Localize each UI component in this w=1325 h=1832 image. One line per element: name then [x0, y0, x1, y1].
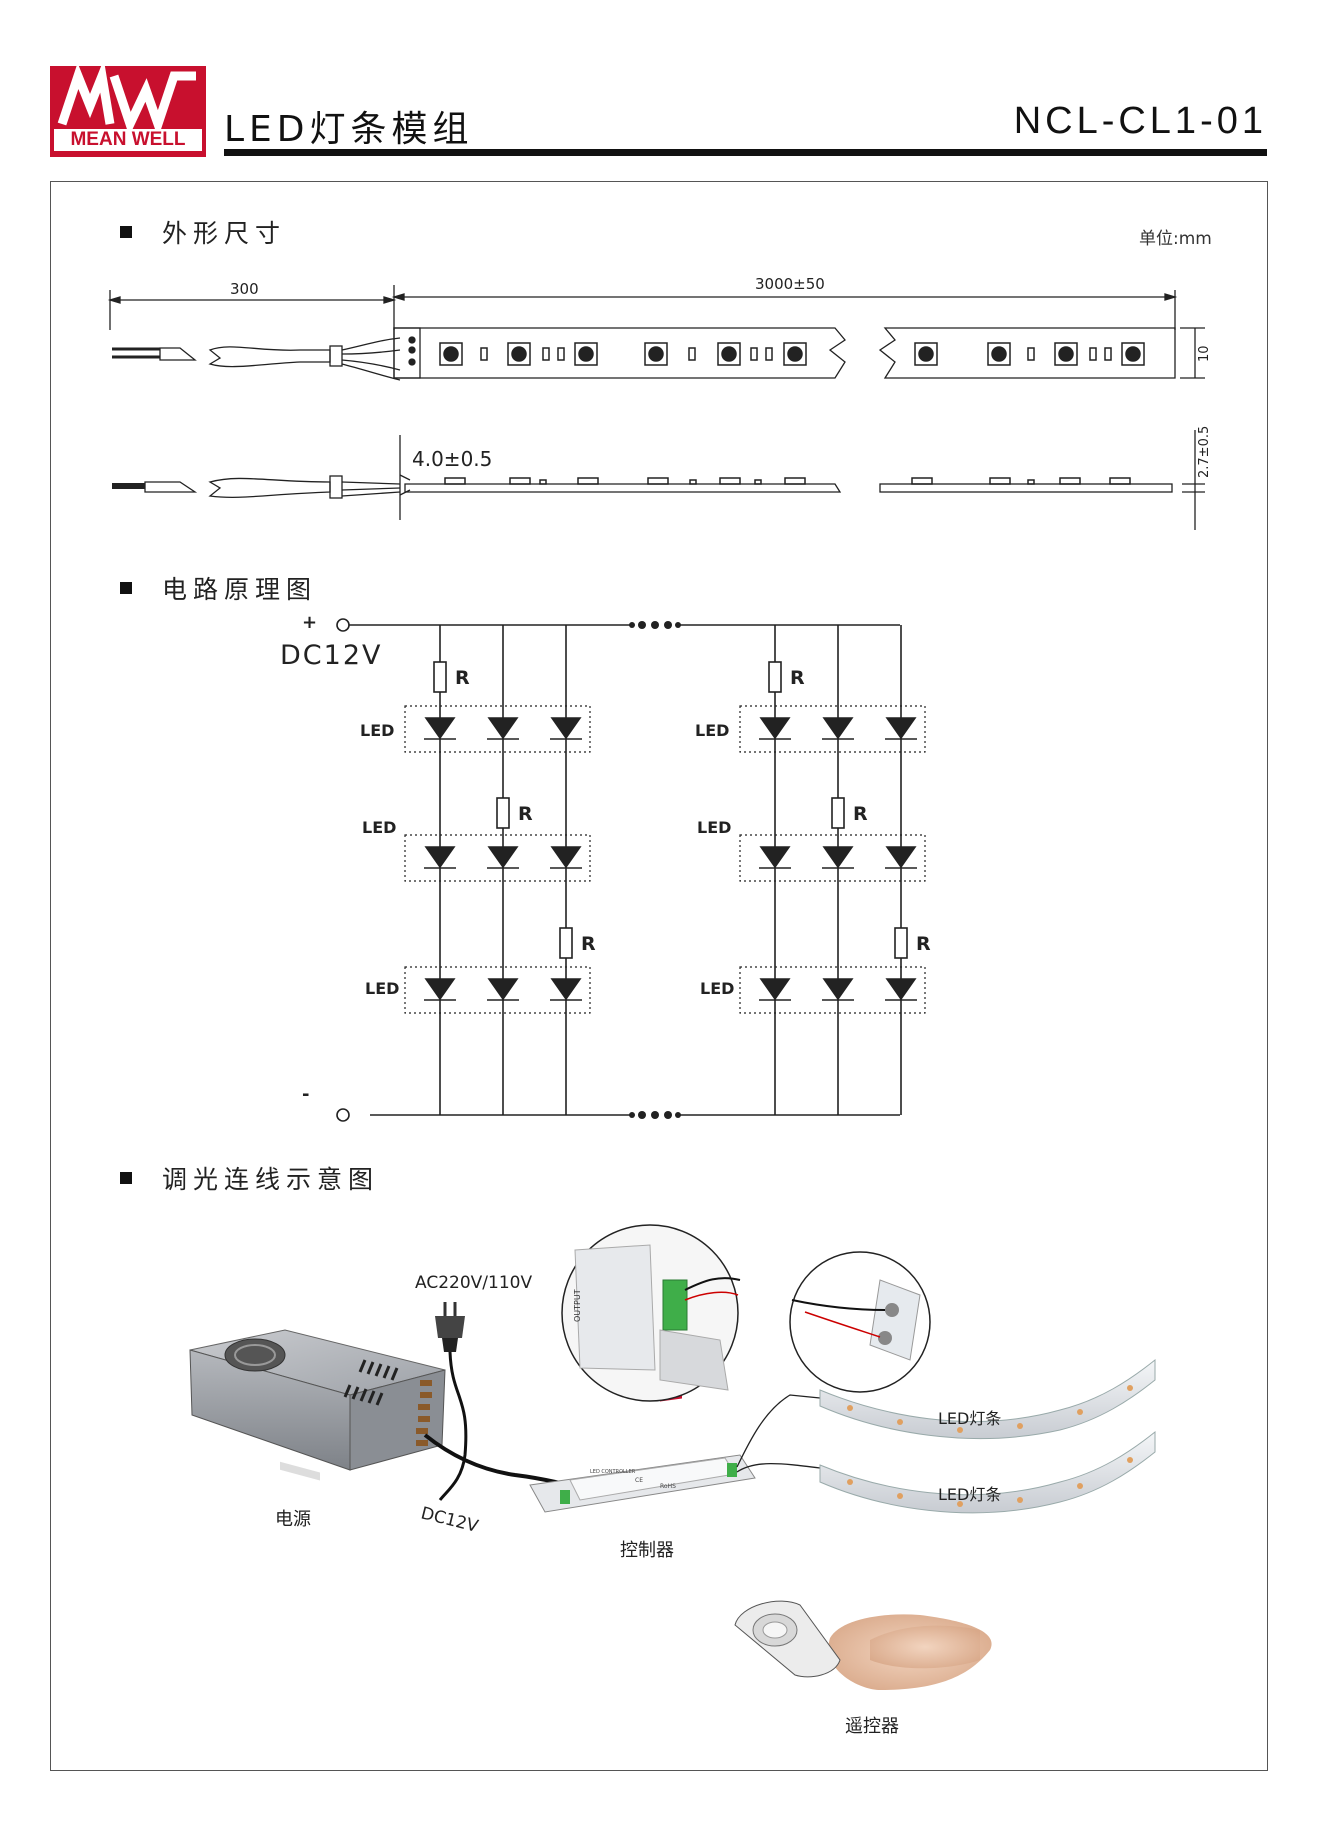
ac-plug-icon: [435, 1302, 468, 1501]
bullet-square-icon: [120, 226, 132, 238]
dim-strip-length: 3000±50: [755, 275, 825, 293]
controller-ce: CE: [635, 1477, 643, 1484]
power-supply-icon: [189, 1329, 446, 1481]
resistor-label: R: [853, 803, 868, 825]
ac-input-label: AC220V/110V: [415, 1273, 532, 1293]
section-title-wiring: 调光连线示意图: [120, 1160, 379, 1196]
resistor-label: R: [581, 933, 596, 955]
led-label: LED: [362, 818, 396, 837]
terminal-output-label: OUTPUT: [573, 1289, 582, 1322]
unit-label: 单位:mm: [1139, 229, 1212, 249]
dimension-drawing: 300 3000±50 4.0±0.5 10 2.7±0.5: [107, 275, 1212, 530]
wiring-diagram: AC220V/110V 电源 DC12V LED CONTROLLER CE R…: [189, 1224, 1156, 1737]
psu-label: 电源: [275, 1509, 311, 1530]
dim-cable-length: 300: [230, 280, 259, 298]
strip-label-bottom: LED灯条: [938, 1485, 1001, 1504]
minus-sign: -: [302, 1084, 309, 1105]
model-number: NCL-CL1-01: [1013, 100, 1267, 142]
controller-icon: [529, 1388, 756, 1513]
led-strip-bottom-icon: [819, 1430, 1156, 1514]
dc-label: DC12V: [419, 1503, 481, 1537]
resistor-label: R: [916, 933, 931, 955]
plus-sign: +: [302, 612, 317, 633]
document-title: LED灯条模组: [224, 109, 474, 150]
resistor-label: R: [790, 667, 805, 689]
section-title-circuit: 电路原理图: [120, 570, 317, 606]
dim-cable-dia: 4.0±0.5: [412, 447, 492, 471]
led-label: LED: [365, 979, 399, 998]
controller-label: 控制器: [620, 1540, 674, 1561]
resistor-label: R: [455, 667, 470, 689]
remote-label: 遥控器: [845, 1716, 899, 1737]
mean-well-logo: MEAN WELL: [50, 66, 206, 157]
dim-thickness: 2.7±0.5: [1197, 426, 1212, 478]
led-label: LED: [697, 818, 731, 837]
content-frame: [50, 181, 1268, 1771]
controller-rohs: RoHS: [660, 1483, 676, 1490]
dim-width: 10: [1197, 345, 1212, 362]
dc-cable: [423, 1433, 571, 1487]
remote-control-icon: [734, 1600, 992, 1690]
resistor-label: R: [518, 803, 533, 825]
led-label: LED: [695, 721, 729, 740]
circuit-diagram: + DC12V - R R R R R R LED LED LED LED LE…: [280, 612, 931, 1122]
header-rule: [224, 149, 1267, 156]
bullet-square-icon: [120, 1172, 132, 1184]
led-label: LED: [360, 721, 394, 740]
logo-text: MEAN WELL: [54, 129, 202, 151]
led-label: LED: [700, 979, 734, 998]
detail-terminal-icon: [561, 1224, 741, 1402]
detail-strip-input-icon: [789, 1251, 931, 1393]
led-strip-top-icon: [819, 1358, 1156, 1440]
supply-voltage: DC12V: [280, 640, 382, 671]
mw-logo-mark: [57, 66, 196, 138]
strip-label-top: LED灯条: [938, 1409, 1001, 1428]
bullet-square-icon: [120, 582, 132, 594]
section-title-dimensions: 外形尺寸: [120, 214, 286, 250]
controller-brand: LED CONTROLLER: [590, 1469, 636, 1475]
